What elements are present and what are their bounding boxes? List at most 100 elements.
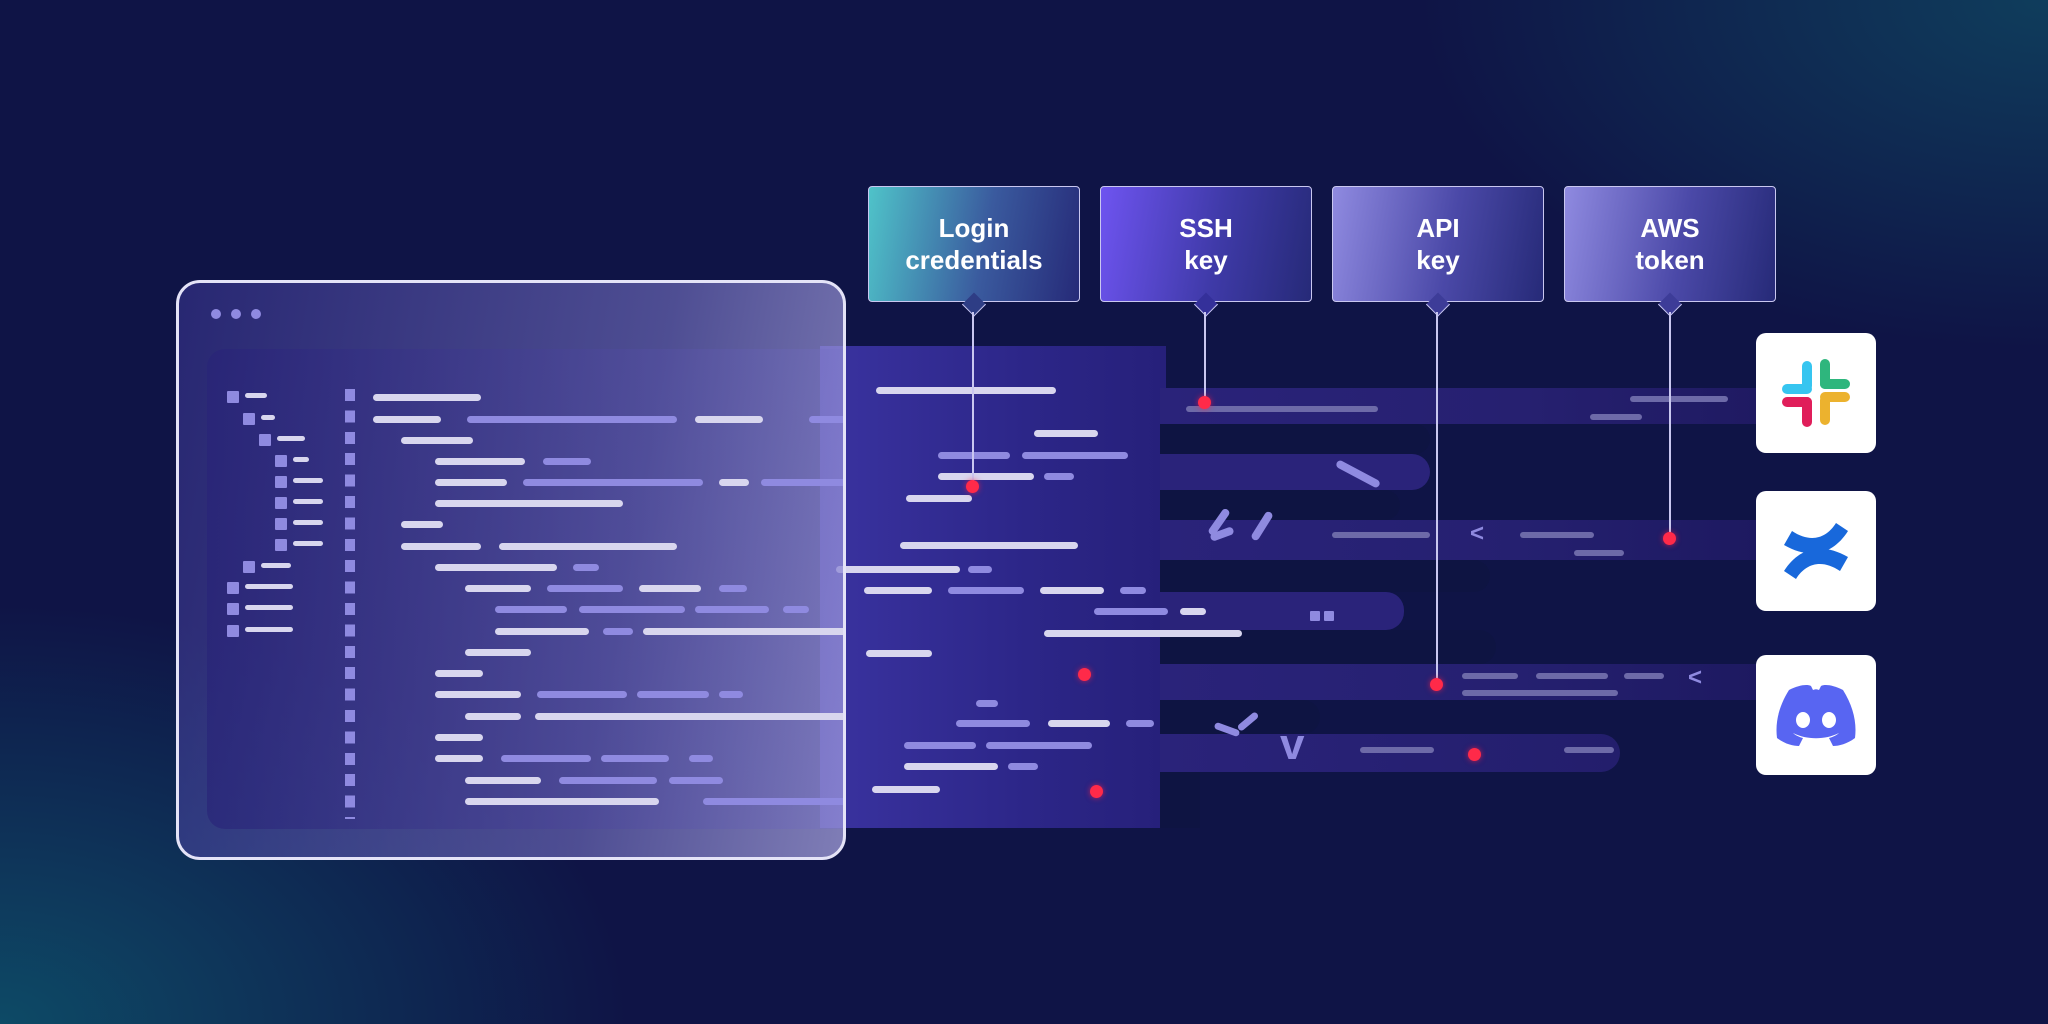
- file-icon: [275, 539, 287, 551]
- data-fragment: [1630, 396, 1728, 402]
- code-line: [373, 394, 481, 401]
- code-line: [876, 387, 1056, 394]
- folder-icon: [227, 625, 239, 637]
- data-fragment: [1360, 747, 1434, 753]
- code-line: [435, 479, 507, 486]
- tree-item: [293, 478, 323, 483]
- chevron-left-icon: <: [1470, 520, 1485, 547]
- code-line: [866, 650, 932, 657]
- code-line: [695, 606, 769, 613]
- data-fragment: [1462, 673, 1518, 679]
- code-line: [435, 564, 557, 571]
- code-line: [906, 495, 972, 502]
- code-editor-window: [176, 280, 846, 860]
- data-fragment: [1564, 747, 1614, 753]
- chevron-down-icon: v: [1280, 720, 1305, 769]
- code-line: [559, 777, 657, 784]
- code-line: [1120, 587, 1146, 594]
- code-line: [435, 458, 525, 465]
- code-line: [783, 606, 809, 613]
- callout-pointer: [961, 292, 987, 317]
- leader-line: [1436, 312, 1438, 684]
- code-line: [1008, 763, 1038, 770]
- code-line: [719, 479, 749, 486]
- code-line: [537, 691, 627, 698]
- secret-leak-marker: [1430, 678, 1443, 691]
- data-gap: [1160, 560, 1490, 592]
- file-icon: [275, 455, 287, 467]
- discord-icon: [1776, 685, 1856, 746]
- folder-icon: [259, 434, 271, 446]
- code-line: [579, 606, 685, 613]
- code-line: [499, 543, 677, 550]
- callout-label: AWS token: [1635, 213, 1705, 275]
- leader-line: [1204, 312, 1206, 402]
- folder-icon: [227, 582, 239, 594]
- discord-tile[interactable]: [1756, 655, 1876, 775]
- slack-tile[interactable]: [1756, 333, 1876, 453]
- code-line: [435, 670, 483, 677]
- code-line: [1040, 587, 1104, 594]
- file-icon: [275, 476, 287, 488]
- line-number-gutter: [345, 389, 355, 819]
- data-streak: [1160, 734, 1620, 772]
- data-fragment: [1590, 414, 1642, 420]
- code-line: [689, 755, 713, 762]
- data-fragment: [1574, 550, 1624, 556]
- aws-token-callout: AWS token: [1564, 186, 1776, 317]
- code-line: [465, 649, 531, 656]
- block-shape: [1310, 611, 1320, 621]
- confluence-tile[interactable]: [1756, 491, 1876, 611]
- code-line: [465, 585, 531, 592]
- code-line: [401, 437, 473, 444]
- secret-leak-marker: [1663, 532, 1676, 545]
- code-line: [976, 700, 998, 707]
- code-line: [435, 691, 521, 698]
- data-fragment: [1624, 673, 1664, 679]
- code-line: [435, 755, 483, 762]
- leader-line: [1669, 312, 1671, 538]
- login-credentials-callout: Login credentials: [868, 186, 1080, 317]
- data-fragment: [1332, 532, 1430, 538]
- code-line: [904, 763, 998, 770]
- code-line: [1044, 473, 1074, 480]
- code-line: [543, 458, 591, 465]
- confluence-icon: [1784, 523, 1848, 579]
- code-line: [719, 585, 747, 592]
- data-streak: [1160, 664, 1760, 700]
- code-line: [465, 713, 521, 720]
- window-dot[interactable]: [251, 309, 261, 319]
- file-icon: [275, 497, 287, 509]
- code-line: [1126, 720, 1154, 727]
- code-line: [938, 473, 1034, 480]
- data-fragment: [1462, 690, 1618, 696]
- ssh-key-callout: SSH key: [1100, 186, 1312, 317]
- code-line: [1094, 608, 1168, 615]
- tree-item: [245, 393, 267, 398]
- folder-icon: [243, 561, 255, 573]
- code-line: [864, 587, 932, 594]
- window-dot[interactable]: [231, 309, 241, 319]
- tree-item: [293, 457, 309, 462]
- data-fragment: [1520, 532, 1594, 538]
- code-line: [986, 742, 1092, 749]
- code-line: [836, 566, 960, 573]
- window-controls: [211, 309, 261, 319]
- file-icon: [275, 518, 287, 530]
- code-line: [401, 521, 443, 528]
- code-line: [573, 564, 599, 571]
- chevron-left-icon: <: [1688, 664, 1703, 691]
- code-line: [938, 452, 1010, 459]
- block-shape: [1324, 611, 1334, 621]
- code-line: [669, 777, 723, 784]
- code-line: [467, 416, 677, 423]
- window-dot[interactable]: [211, 309, 221, 319]
- code-line: [639, 585, 701, 592]
- folder-icon: [227, 603, 239, 615]
- code-line: [401, 543, 481, 550]
- data-gap: [1160, 424, 1430, 454]
- tree-item: [277, 436, 305, 441]
- code-line: [535, 713, 843, 720]
- tree-item: [261, 563, 291, 568]
- code-line: [501, 755, 591, 762]
